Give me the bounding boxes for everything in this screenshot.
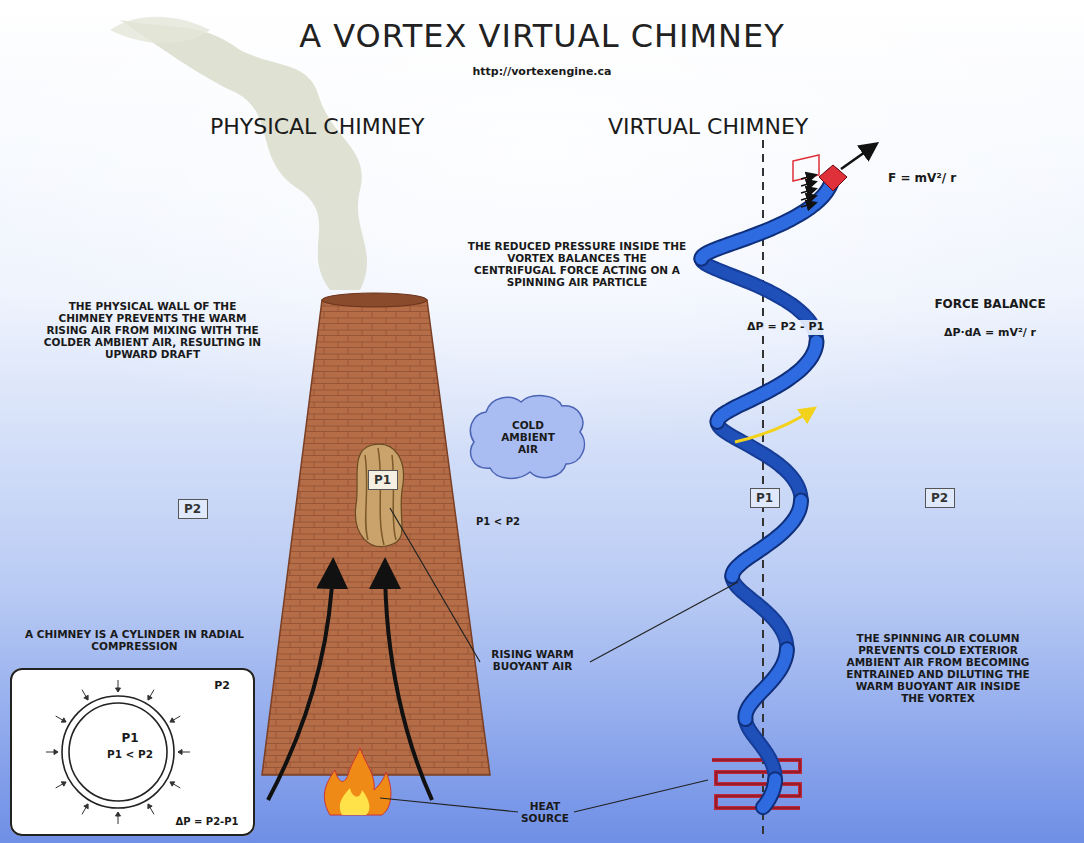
pressure-box: P2: [178, 499, 208, 519]
inset-panel: A CHIMNEY IS A CYLINDER IN RADIAL COMPRE…: [10, 668, 255, 836]
callout-label: HEAT SOURCE: [512, 800, 578, 824]
pressure-label: P1: [756, 491, 774, 505]
pressure-label: P2: [931, 491, 949, 505]
pressure-label: P2: [207, 680, 237, 693]
pressure-label: P2: [184, 502, 202, 516]
note-text: THE SPINNING AIR COLUMN PREVENTS COLD EX…: [843, 632, 1033, 704]
pressure-box: P1: [750, 488, 780, 508]
formula-label: F = mV²/ r: [888, 172, 988, 186]
pressure-box: P1: [368, 470, 398, 490]
pressure-label: P1: [105, 732, 155, 746]
cloud-shape: COLD AMBIENT AIR: [466, 392, 590, 482]
pressure-label: P1: [374, 473, 392, 487]
url-text: http://vortexengine.ca: [442, 66, 642, 79]
formula-label: FORCE BALANCE: [925, 298, 1055, 312]
note-text: THE PHYSICAL WALL OF THE CHIMNEY PREVENT…: [40, 300, 265, 360]
formula-label: ΔP·dA = mV²/ r: [925, 327, 1055, 340]
pressure-box: P2: [925, 488, 955, 508]
formula-label: ΔP = P2 - P1: [744, 320, 827, 335]
cloud-text: COLD AMBIENT AIR: [493, 419, 563, 455]
callout-label: RISING WARM BUOYANT AIR: [470, 648, 595, 672]
note-text: THE REDUCED PRESSURE INSIDE THE VORTEX B…: [466, 240, 688, 288]
inset-heading: A CHIMNEY IS A CYLINDER IN RADIAL COMPRE…: [12, 628, 257, 652]
pressure-relation: P1 < P2: [468, 516, 528, 528]
section-heading: PHYSICAL CHIMNEY: [210, 114, 510, 139]
pressure-relation: P1 < P2: [90, 748, 170, 760]
section-heading: VIRTUAL CHIMNEY: [608, 114, 908, 139]
diagram-title: A VORTEX VIRTUAL CHIMNEY: [0, 18, 1084, 55]
pressure-relation: ΔP = P2-P1: [162, 816, 252, 828]
